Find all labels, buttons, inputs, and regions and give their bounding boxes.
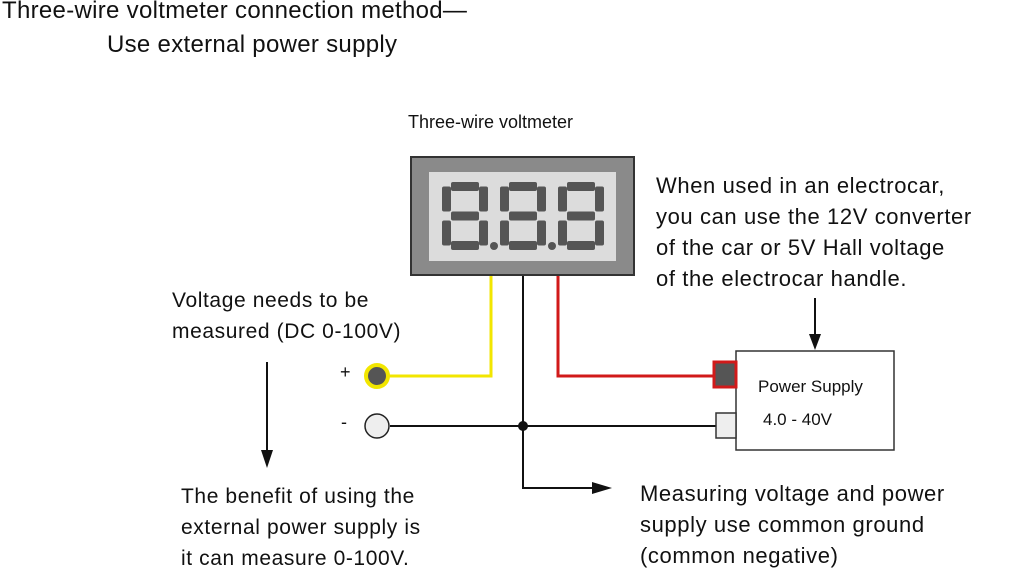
title-line-2: Use external power supply <box>107 31 398 58</box>
negative-terminal <box>364 413 390 439</box>
decimal-point <box>490 242 498 250</box>
electrocar-note: When used in an electrocar,you can use t… <box>656 173 972 291</box>
segment <box>558 186 567 212</box>
power-supply-label: Power Supply <box>758 377 863 396</box>
segment <box>442 220 451 246</box>
segment <box>442 186 451 212</box>
segment <box>537 186 546 212</box>
arrow-down-icon <box>261 450 273 468</box>
power-supply-positive-terminal <box>712 360 738 389</box>
segment <box>500 186 509 212</box>
segment <box>451 211 479 221</box>
segment <box>500 220 509 246</box>
segment <box>595 220 604 246</box>
red-wire <box>556 276 718 378</box>
power-supply-negative-terminal <box>715 412 737 439</box>
voltmeter-label: Three-wire voltmeter <box>408 112 574 132</box>
segment <box>567 211 595 221</box>
seven-segment-digits <box>442 182 604 250</box>
segment <box>509 241 537 250</box>
power-supply-box <box>735 350 895 451</box>
arrow-right-icon <box>592 482 612 494</box>
segment <box>479 220 488 246</box>
segment <box>595 186 604 212</box>
black-wire <box>522 276 600 489</box>
arrow-down-icon <box>809 334 821 350</box>
segment <box>567 241 595 250</box>
segment <box>558 220 567 246</box>
plus-label: + <box>340 362 351 382</box>
segment <box>509 182 537 191</box>
junction-dot <box>518 421 528 431</box>
segment <box>567 182 595 191</box>
power-supply-range: 4.0 - 40V <box>763 410 832 429</box>
title-line-1: Three-wire voltmeter connection method— <box>2 0 468 24</box>
segment <box>509 211 537 221</box>
positive-terminal <box>364 363 390 389</box>
segment <box>451 241 479 250</box>
minus-label: - <box>341 412 347 432</box>
decimal-point <box>548 242 556 250</box>
segment <box>537 220 546 246</box>
yellow-wire <box>378 276 493 378</box>
segment <box>479 186 488 212</box>
segment <box>451 182 479 191</box>
